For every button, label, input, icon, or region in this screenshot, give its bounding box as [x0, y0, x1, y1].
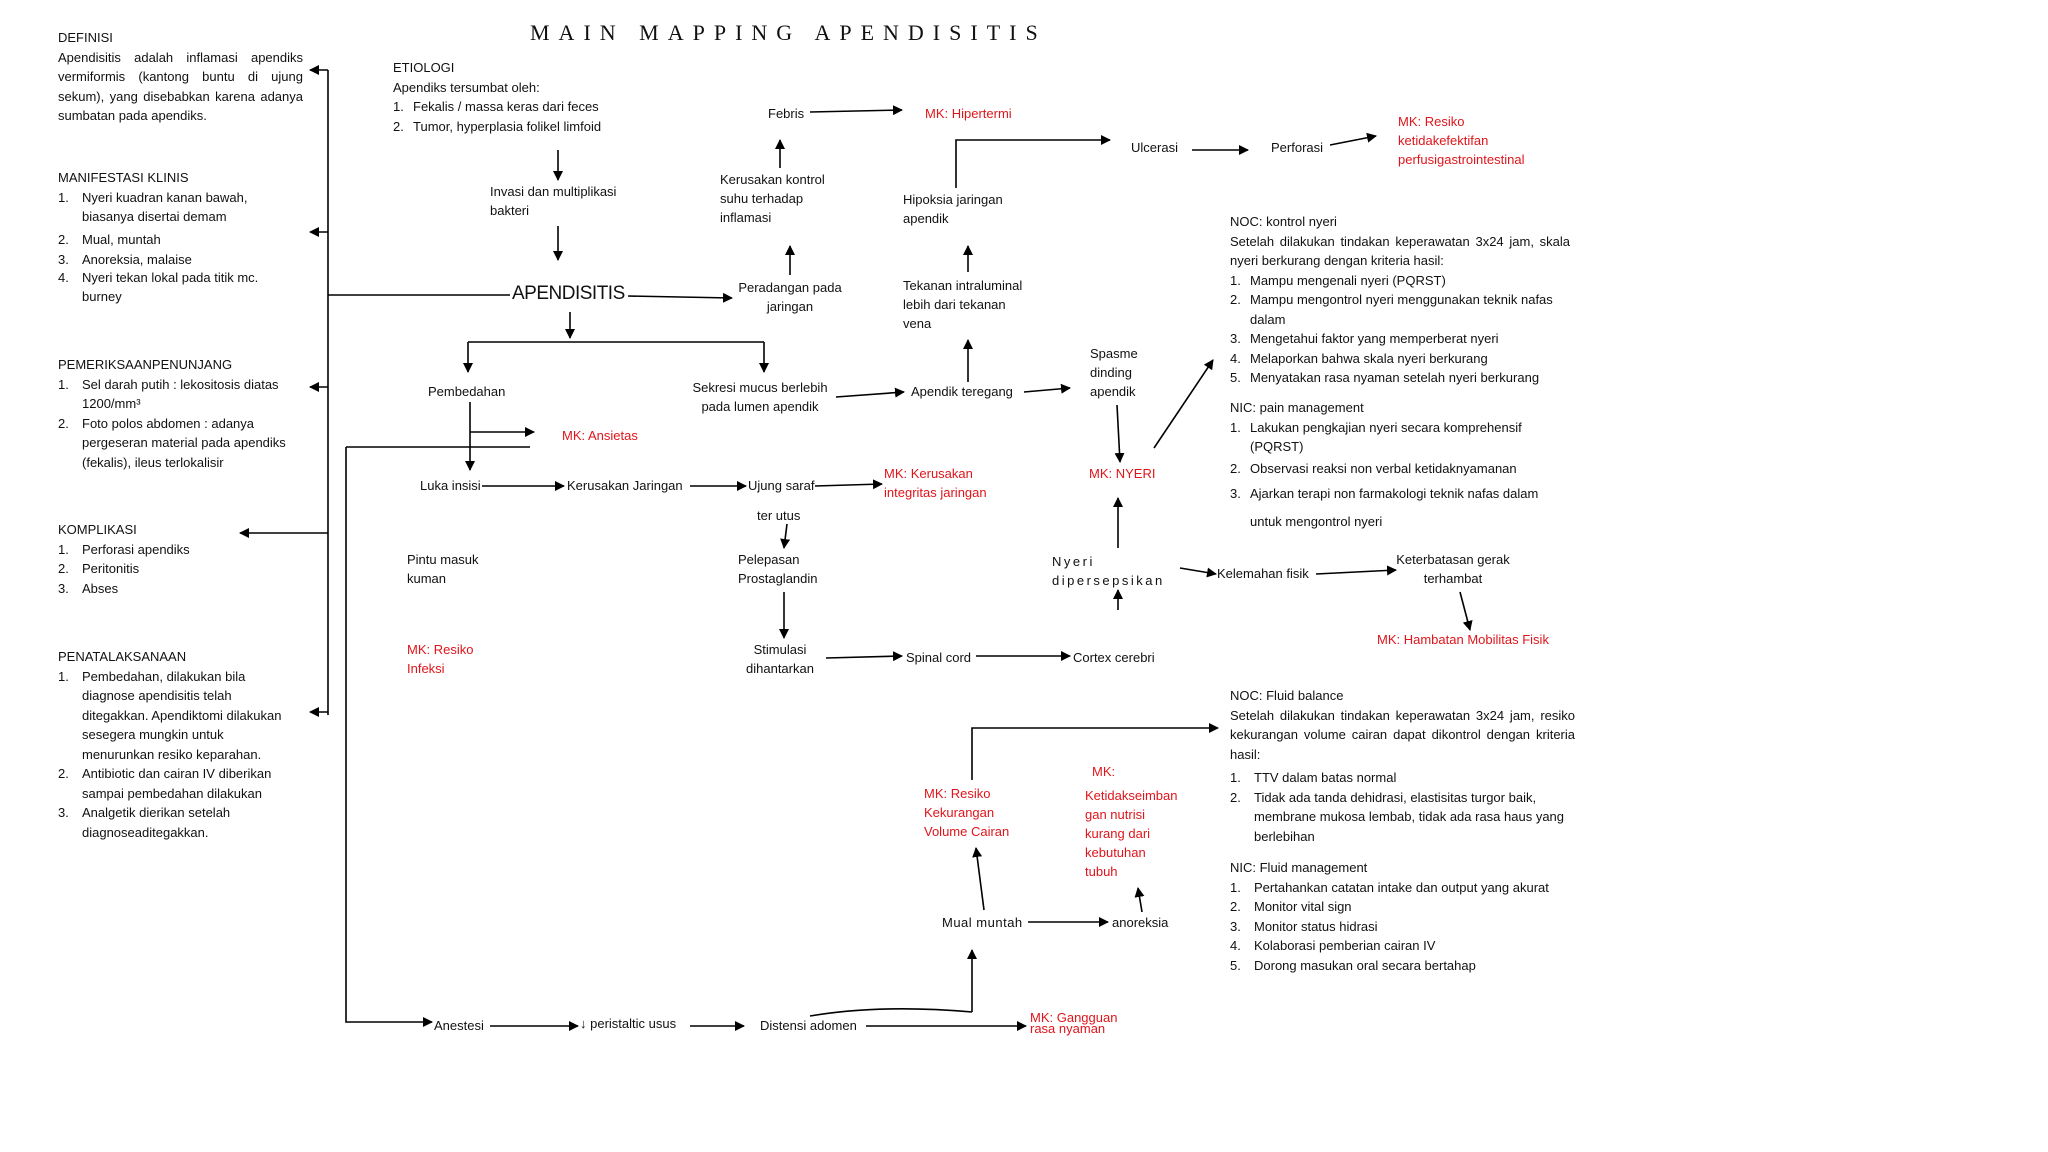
- node-ter-utus: ter utus: [757, 508, 801, 523]
- noc-fluid-heading: NOC: Fluid balance: [1230, 688, 1344, 703]
- pemeriksaan-block: PEMERIKSAANPENUNJANG 1.Sel darah putih :…: [58, 355, 294, 472]
- list-item: 1.Perforasi apendiks: [58, 541, 190, 557]
- node-mk-integritas: MK: Kerusakan integritas jaringan: [884, 466, 987, 500]
- list-item: 2.Tidak ada tanda dehidrasi, elastisitas…: [1230, 789, 1565, 844]
- noc-nyeri-heading: NOC: kontrol nyeri: [1230, 214, 1337, 229]
- noc-fluid-block: NOC: Fluid balance Setelah dilakukan tin…: [1230, 686, 1575, 846]
- node-ujung-saraf: Ujung saraf: [748, 478, 815, 493]
- list-item: 1.Mampu mengenali nyeri (PQRST): [1230, 272, 1446, 288]
- definisi-heading: DEFINISI: [58, 30, 113, 45]
- node-pintu-masuk: Pintu masuk kuman: [407, 552, 479, 586]
- list-item: 1.Fekalis / massa keras dari feces: [393, 99, 599, 114]
- manifestasi-heading: MANIFESTASI KLINIS: [58, 170, 189, 185]
- definisi-block: DEFINISI Apendisitis adalah inflamasi ap…: [58, 28, 303, 126]
- list-item: 3.Analgetik dierikan setelah diagnoseadi…: [58, 805, 231, 840]
- node-mk-volume: MK: Resiko Kekurangan Volume Cairan: [924, 786, 1010, 839]
- node-mk-nutrisi-head: MK:: [1092, 764, 1116, 779]
- list-item: 5.Dorong masukan oral secara bertahap: [1230, 957, 1476, 973]
- komplikasi-block: KOMPLIKASI 1.Perforasi apendiks 2.Perito…: [58, 520, 278, 598]
- komplikasi-heading: KOMPLIKASI: [58, 522, 137, 537]
- node-anoreksia: anoreksia: [1112, 915, 1169, 930]
- node-ulcerasi: Ulcerasi: [1131, 140, 1178, 155]
- node-mk-ansietas: MK: Ansietas: [562, 428, 638, 443]
- node-kelemahan: Kelemahan fisik: [1217, 566, 1309, 581]
- nic-pain-heading: NIC: pain management: [1230, 400, 1364, 415]
- node-mk-nyeri: MK: NYERI: [1089, 466, 1156, 481]
- node-luka-insisi: Luka insisi: [420, 478, 481, 493]
- node-pembedahan: Pembedahan: [428, 384, 506, 399]
- nic-fluid-block: NIC: Fluid management 1.Pertahankan cata…: [1230, 858, 1575, 975]
- node-stimulasi: Stimulasi dihantarkan: [746, 642, 814, 676]
- noc-fluid-text: Setelah dilakukan tindakan keperawatan 3…: [1230, 707, 1575, 762]
- node-hipoksia: Hipoksia jaringan apendik: [903, 192, 1003, 226]
- pemeriksaan-heading: PEMERIKSAANPENUNJANG: [58, 357, 233, 372]
- list-item: 1.Nyeri kuadran kanan bawah, biasanya di…: [58, 189, 248, 225]
- node-kerusakan-jaringan: Kerusakan Jaringan: [567, 478, 683, 493]
- node-perforasi: Perforasi: [1271, 140, 1324, 155]
- node-mk-perfusi: MK: Resiko ketidakefektifan perfusigastr…: [1398, 114, 1525, 167]
- node-mk-nutrisi: Ketidakseimban gan nutrisi kurang dari k…: [1085, 788, 1178, 879]
- nic-pain-block: NIC: pain management 1.Lakukan pengkajia…: [1230, 398, 1560, 536]
- node-febris: Febris: [768, 106, 805, 121]
- node-spinal-cord: Spinal cord: [906, 650, 972, 665]
- penatalaksanaan-block: PENATALAKSANAAN 1.Pembedahan, dilakukan …: [58, 647, 298, 842]
- node-peristaltic: ↓ peristaltic usus: [580, 1016, 677, 1031]
- node-mk-gangguan: MK: Gangguan rasa nyaman: [1030, 1010, 1118, 1036]
- list-item: 2.Foto polos abdomen : adanya pergeseran…: [58, 415, 286, 470]
- node-apendik-teregang: Apendik teregang: [911, 384, 1013, 399]
- list-item: 1.Pembedahan, dilakukan bila diagnose ap…: [58, 668, 282, 762]
- list-item: 4.Melaporkan bahwa skala nyeri berkurang: [1230, 350, 1488, 366]
- etiologi-heading: ETIOLOGI: [393, 60, 455, 75]
- node-cortex-cerebri: Cortex cerebri: [1073, 650, 1155, 665]
- node-keterbatasan: Keterbatasan gerak terhambat: [1396, 552, 1510, 586]
- list-item: 2.Observasi reaksi non verbal ketidaknya…: [1230, 460, 1517, 476]
- list-item: 3.Abses: [58, 580, 119, 596]
- list-item: 2.Monitor vital sign: [1230, 899, 1352, 914]
- node-tekanan: Tekanan intraluminal lebih dari tekanan …: [903, 278, 1023, 331]
- manifestasi-block: MANIFESTASI KLINIS 1.Nyeri kuadran kanan…: [58, 168, 278, 306]
- node-sekresi: Sekresi mucus berlebih pada lumen apendi…: [692, 380, 828, 414]
- definisi-text: Apendisitis adalah inflamasi apendiks ve…: [58, 49, 303, 124]
- nic-fluid-heading: NIC: Fluid management: [1230, 860, 1368, 875]
- etiologi-block: ETIOLOGI Apendiks tersumbat oleh: 1.Feka…: [393, 58, 633, 136]
- list-item: 3.Ajarkan terapi non farmakologi teknik …: [1230, 486, 1539, 529]
- list-item: 1.Pertahankan catatan intake dan output …: [1230, 879, 1549, 895]
- node-invasi: Invasi dan multiplikasi bakteri: [490, 184, 617, 218]
- noc-nyeri-text: Setelah dilakukan tindakan keperawatan 3…: [1230, 233, 1570, 269]
- list-item: 2.Tumor, hyperplasia folikel limfoid: [393, 118, 602, 134]
- node-mk-infeksi: MK: Resiko Infeksi: [407, 642, 474, 676]
- list-item: 2.Mual, muntah: [58, 231, 161, 247]
- list-item: 1.Lakukan pengkajian nyeri secara kompre…: [1230, 419, 1522, 455]
- node-mk-hambatan: MK: Hambatan Mobilitas Fisik: [1377, 632, 1549, 647]
- penatalaksanaan-heading: PENATALAKSANAAN: [58, 649, 187, 664]
- node-apendisitis: APENDISITIS: [512, 283, 625, 304]
- node-kerusakan-kontrol: Kerusakan kontrol suhu terhadap inflamas…: [720, 172, 825, 225]
- list-item: 2.Peritonitis: [58, 561, 140, 576]
- node-peradangan: Peradangan pada jaringan: [738, 280, 842, 314]
- list-item: 3.Monitor status hidrasi: [1230, 918, 1378, 934]
- list-item: 2.Antibiotic dan cairan IV diberikan sam…: [58, 766, 272, 801]
- list-item: 5.Menyatakan rasa nyaman setelah nyeri b…: [1230, 370, 1540, 385]
- node-spasme: Spasme dinding apendik: [1090, 346, 1138, 399]
- list-item: 3.Mengetahui faktor yang memperberat nye…: [1230, 331, 1499, 346]
- list-item: 2.Mampu mengontrol nyeri menggunakan tek…: [1230, 292, 1553, 327]
- node-nyeri-dipersepsikan: Nyeri dipersepsikan: [1052, 554, 1165, 588]
- etiologi-intro: Apendiks tersumbat oleh:: [393, 79, 540, 95]
- list-item: 1.Sel darah putih : lekositosis diatas 1…: [58, 376, 279, 412]
- list-item: 1.TTV dalam batas normal: [1230, 770, 1397, 785]
- node-anestesi: Anestesi: [434, 1018, 484, 1033]
- noc-nyeri-block: NOC: kontrol nyeri Setelah dilakukan tin…: [1230, 212, 1570, 388]
- node-mk-hipertermi: MK: Hipertermi: [925, 106, 1012, 121]
- list-item: 4.Nyeri tekan lokal pada titik mc. burne…: [58, 270, 259, 304]
- list-item: 4.Kolaborasi pemberian cairan IV: [1230, 938, 1436, 953]
- node-distensi: Distensi adomen: [760, 1018, 857, 1033]
- node-mual-muntah: Mual muntah: [942, 915, 1023, 930]
- node-pelepasan: Pelepasan Prostaglandin: [738, 552, 818, 586]
- page-title: MAIN MAPPING APENDISITIS: [530, 20, 1047, 45]
- list-item: 3.Anoreksia, malaise: [58, 252, 192, 267]
